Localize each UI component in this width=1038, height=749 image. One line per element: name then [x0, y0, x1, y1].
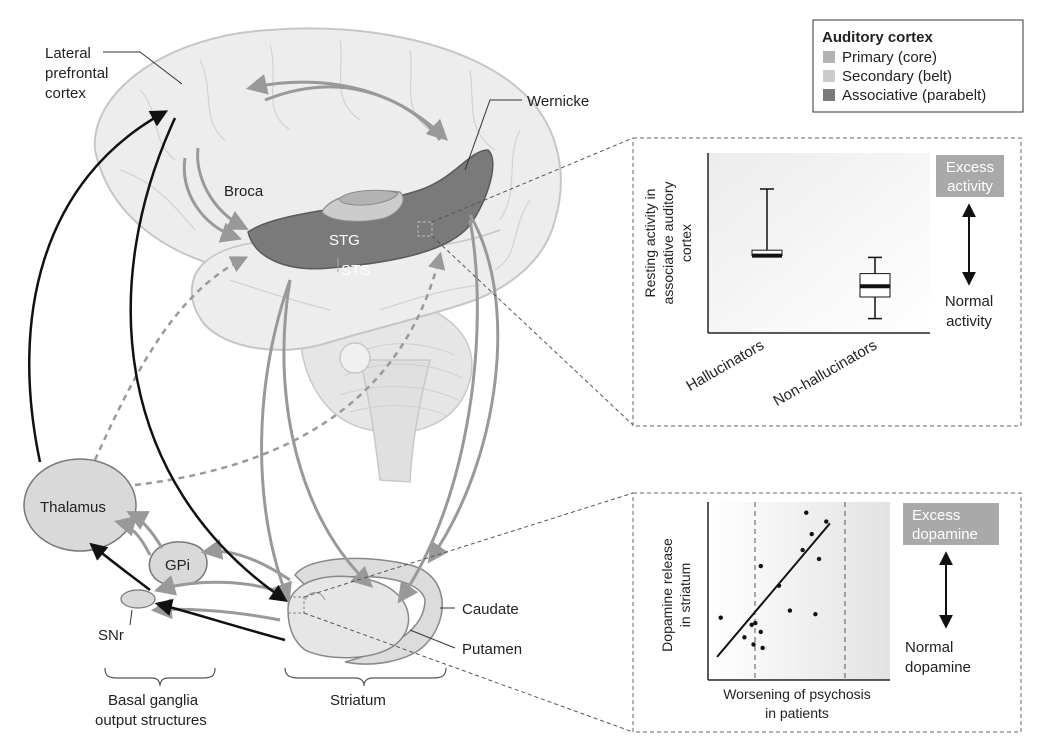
cerebrum	[93, 27, 562, 351]
scatter-point	[742, 635, 747, 640]
excess-dopamine-line2: dopamine	[912, 526, 978, 543]
thalamus-label: Thalamus	[40, 499, 106, 516]
scatter-point	[813, 611, 818, 617]
scatter-point	[753, 620, 758, 626]
legend-swatch-primary	[823, 51, 835, 63]
brainstem	[359, 359, 431, 483]
caudate-label: Caudate	[462, 601, 519, 618]
basal-ganglia-label-line2: output structures	[95, 712, 207, 729]
putamen-label: Putamen	[462, 641, 522, 658]
legend: Auditory cortex Primary (core) Secondary…	[812, 19, 1024, 113]
legend-swatch-secondary	[823, 70, 835, 82]
scatter-ylabel-line1: Dopamine release	[659, 538, 675, 652]
normal-activity-line2: activity	[946, 313, 992, 330]
lpfc-label-line2: prefrontal	[45, 65, 108, 82]
normal-dopamine-line2: dopamine	[905, 659, 971, 676]
scatter-point	[809, 531, 814, 537]
legend-item-secondary: Secondary (belt)	[842, 68, 952, 85]
scatter-point	[800, 547, 805, 553]
scatter-point	[749, 622, 754, 628]
subcortical-text-labels: Thalamus GPi SNr Caudate Putamen Striatu…	[40, 499, 522, 729]
legend-item-primary: Primary (core)	[842, 49, 937, 66]
scatter-panel: Dopamine release in striatum Worsening o…	[632, 492, 1022, 733]
gray-pathways	[113, 214, 500, 622]
legend-title: Auditory cortex	[822, 29, 934, 46]
scatter-ylabel-line2: in striatum	[677, 563, 693, 628]
legend-item-associative: Associative (parabelt)	[842, 87, 986, 104]
brain-text-labels: Lateral prefrontal cortex Wernicke Broca…	[45, 45, 589, 279]
putamen-shape	[287, 575, 410, 659]
scatter-point	[758, 563, 763, 569]
snr-shape	[120, 589, 156, 609]
trend-line	[716, 522, 831, 658]
primary-auditory-cortex	[339, 189, 399, 206]
excess-activity-line1: Excess	[946, 159, 994, 176]
excess-activity-badge	[936, 155, 1004, 197]
cortical-circuit-arrows	[182, 74, 449, 243]
wernicke-label: Wernicke	[527, 93, 589, 110]
scatter-marks	[716, 510, 831, 658]
zoom-connectors	[303, 137, 634, 733]
leader-lines	[103, 51, 522, 649]
legend-swatch-associative	[823, 89, 835, 101]
broca-label: Broca	[224, 183, 264, 200]
boxplot-ylabel-line2: associative auditory	[660, 182, 676, 305]
boxplot-panel: Resting activity in associative auditory…	[632, 137, 1022, 427]
excess-dopamine-line1: Excess	[912, 507, 960, 524]
striatum-label: Striatum	[330, 692, 386, 709]
pons	[339, 342, 371, 374]
sts-label: STS	[341, 262, 370, 279]
black-pathways	[27, 110, 288, 642]
normal-activity-line1: Normal	[945, 293, 993, 310]
scatter-plot-area	[708, 502, 890, 680]
scatter-point	[758, 629, 763, 635]
thalamus-shape	[23, 458, 137, 552]
scatter-xlabel-line1: Worsening of psychosis	[723, 686, 871, 702]
lpfc-label-line1: Lateral	[45, 45, 91, 62]
excess-dopamine-badge	[903, 503, 999, 545]
striatum-zoom-box	[287, 596, 305, 614]
dashed-pathways	[93, 251, 446, 487]
normal-dopamine-line1: Normal	[905, 639, 953, 656]
scatter-xlabel-line2: in patients	[765, 705, 829, 721]
stg-zoom-box	[417, 221, 433, 237]
scatter-point	[787, 608, 793, 613]
boxplot-ylabel-line3: cortex	[678, 224, 694, 262]
box-marks	[751, 188, 891, 320]
scatter-point	[804, 510, 809, 515]
excess-activity-line2: activity	[947, 178, 993, 195]
stg-label: STG	[329, 232, 360, 249]
scatter-point	[718, 615, 723, 620]
scatter-point	[816, 556, 822, 562]
scatter-point	[824, 519, 829, 524]
gpi-label: GPi	[165, 557, 190, 574]
brackets	[104, 667, 447, 687]
boxplot-ylabel-line1: Resting activity in	[642, 189, 658, 298]
scatter-point	[751, 642, 756, 647]
subcortical-structures	[23, 458, 443, 665]
lpfc-label-line3: cortex	[45, 85, 86, 102]
scatter-point	[760, 645, 765, 651]
boxplot-plot-area	[708, 153, 930, 333]
legend-box	[812, 19, 1024, 113]
basal-ganglia-label-line1: Basal ganglia	[108, 692, 199, 709]
snr-label: SNr	[98, 627, 124, 644]
